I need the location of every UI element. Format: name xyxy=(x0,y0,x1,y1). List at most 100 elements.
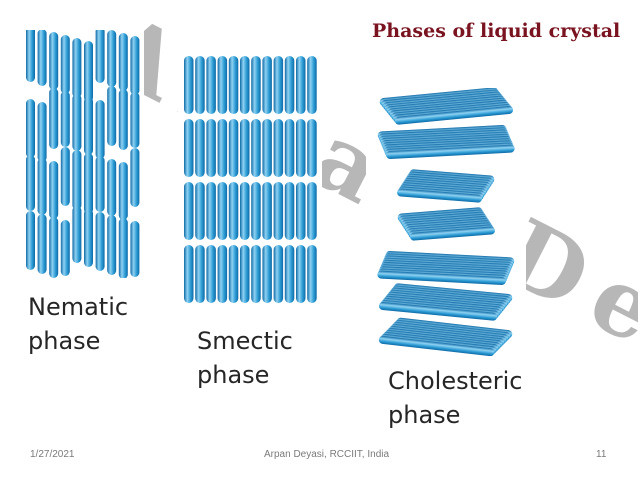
smectic-phase-figure xyxy=(178,52,322,310)
cholesteric-label-line2: phase xyxy=(388,401,461,429)
rod-molecule-icon xyxy=(240,182,250,240)
smectic-label-line2: phase xyxy=(197,361,270,389)
rod-molecule-icon xyxy=(60,91,70,147)
rod-molecule-icon xyxy=(296,119,306,177)
rod-molecule-icon xyxy=(60,35,70,94)
rod-molecule-icon xyxy=(240,245,250,303)
rod-molecule-icon xyxy=(95,100,105,159)
rod-molecule-icon xyxy=(95,156,105,212)
rod-molecule-icon xyxy=(307,119,317,177)
rod-molecule-icon xyxy=(37,102,47,162)
rod-molecule-icon xyxy=(49,88,59,149)
rod-molecule-icon xyxy=(378,301,498,321)
rod-molecule-icon xyxy=(72,150,82,210)
rod-molecule-icon xyxy=(118,218,128,278)
rod-molecule-icon xyxy=(184,182,194,240)
rod-molecule-icon xyxy=(410,226,495,241)
rod-molecule-icon xyxy=(284,245,295,303)
rod-molecule-icon xyxy=(378,335,495,356)
rod-molecule-icon xyxy=(37,158,47,215)
rod-molecule-icon xyxy=(273,245,284,303)
rod-molecule-icon xyxy=(184,119,194,177)
cholesteric-label-line1: Cholesteric xyxy=(388,367,523,395)
rod-molecule-icon xyxy=(386,144,515,159)
nematic-label-line1: Nematic xyxy=(28,293,129,321)
footer-date: 1/27/2021 xyxy=(30,449,75,460)
footer-author: Arpan Deyasi, RCCIIT, India xyxy=(262,449,392,460)
rod-molecule-icon xyxy=(195,245,205,303)
rod-molecule-icon xyxy=(377,270,506,285)
rod-molecule-icon xyxy=(195,119,205,177)
rod-molecule-icon xyxy=(95,212,105,271)
rod-molecule-icon xyxy=(296,56,306,114)
rod-molecule-icon xyxy=(307,245,317,303)
rod-molecule-icon xyxy=(184,56,194,114)
rod-molecule-icon xyxy=(37,214,47,274)
watermark-text: Arpan Deyasi xyxy=(84,0,638,478)
cholesteric-phase-label: Cholesteric phase xyxy=(388,364,523,432)
page-number: 11 xyxy=(596,449,607,460)
rod-molecule-icon xyxy=(107,215,117,275)
rod-molecule-icon xyxy=(397,188,482,203)
rod-molecule-icon xyxy=(262,119,272,177)
rod-molecule-icon xyxy=(84,41,93,102)
rod-molecule-icon xyxy=(217,182,228,240)
rod-molecule-icon xyxy=(37,30,47,86)
rod-molecule-icon xyxy=(240,56,250,114)
rod-molecule-icon xyxy=(84,97,93,155)
cholesteric-phase-figure xyxy=(366,88,526,356)
rod-molecule-icon xyxy=(72,94,82,151)
nematic-phase-label: Nematic phase xyxy=(28,290,128,358)
rod-molecule-icon xyxy=(273,56,284,114)
rod-molecule-icon xyxy=(95,30,105,83)
rod-molecule-icon xyxy=(296,245,306,303)
nematic-label-line2: phase xyxy=(28,327,101,355)
rod-molecule-icon xyxy=(262,182,272,240)
rod-molecule-icon xyxy=(107,159,117,216)
rod-molecule-icon xyxy=(195,56,205,114)
rod-molecule-icon xyxy=(228,56,239,114)
rod-molecule-icon xyxy=(49,32,59,90)
rod-molecule-icon xyxy=(130,36,140,95)
rod-molecule-icon xyxy=(296,182,306,240)
slide-title: Phases of liquid crystal xyxy=(372,20,621,42)
rod-molecule-icon xyxy=(217,56,228,114)
rod-molecule-icon xyxy=(217,245,228,303)
rod-molecule-icon xyxy=(284,119,295,177)
rod-molecule-icon xyxy=(130,92,140,148)
rod-molecule-icon xyxy=(118,162,128,220)
rod-molecule-icon xyxy=(49,161,59,219)
rod-molecule-icon xyxy=(84,209,93,267)
nematic-phase-figure xyxy=(22,30,144,278)
rod-molecule-icon xyxy=(228,182,239,240)
rod-molecule-icon xyxy=(262,245,272,303)
smectic-phase-label: Smectic phase xyxy=(197,324,293,392)
rod-molecule-icon xyxy=(60,220,70,276)
rod-molecule-icon xyxy=(26,30,35,82)
nematic-molecules xyxy=(26,30,140,278)
rod-molecule-icon xyxy=(284,56,295,114)
rod-molecule-icon xyxy=(273,182,284,240)
rod-molecule-icon xyxy=(107,30,117,87)
rod-molecule-icon xyxy=(118,89,128,150)
rod-molecule-icon xyxy=(72,206,82,263)
rod-molecule-icon xyxy=(49,217,59,278)
rod-molecule-icon xyxy=(130,148,140,207)
rod-molecule-icon xyxy=(206,245,216,303)
rod-molecule-icon xyxy=(228,119,239,177)
smectic-label-line1: Smectic xyxy=(197,327,293,355)
smectic-molecules xyxy=(184,56,317,303)
rod-molecule-icon xyxy=(26,211,35,270)
rod-molecule-icon xyxy=(107,86,117,146)
rod-molecule-icon xyxy=(307,56,317,114)
rod-molecule-icon xyxy=(251,245,261,303)
rod-molecule-icon xyxy=(195,182,205,240)
rod-molecule-icon xyxy=(228,245,239,303)
rod-molecule-icon xyxy=(118,33,128,91)
rod-molecule-icon xyxy=(184,245,194,303)
rod-molecule-icon xyxy=(307,182,317,240)
rod-molecule-icon xyxy=(273,119,284,177)
rod-molecule-icon xyxy=(251,56,261,114)
rod-molecule-icon xyxy=(240,119,250,177)
rod-molecule-icon xyxy=(206,182,216,240)
